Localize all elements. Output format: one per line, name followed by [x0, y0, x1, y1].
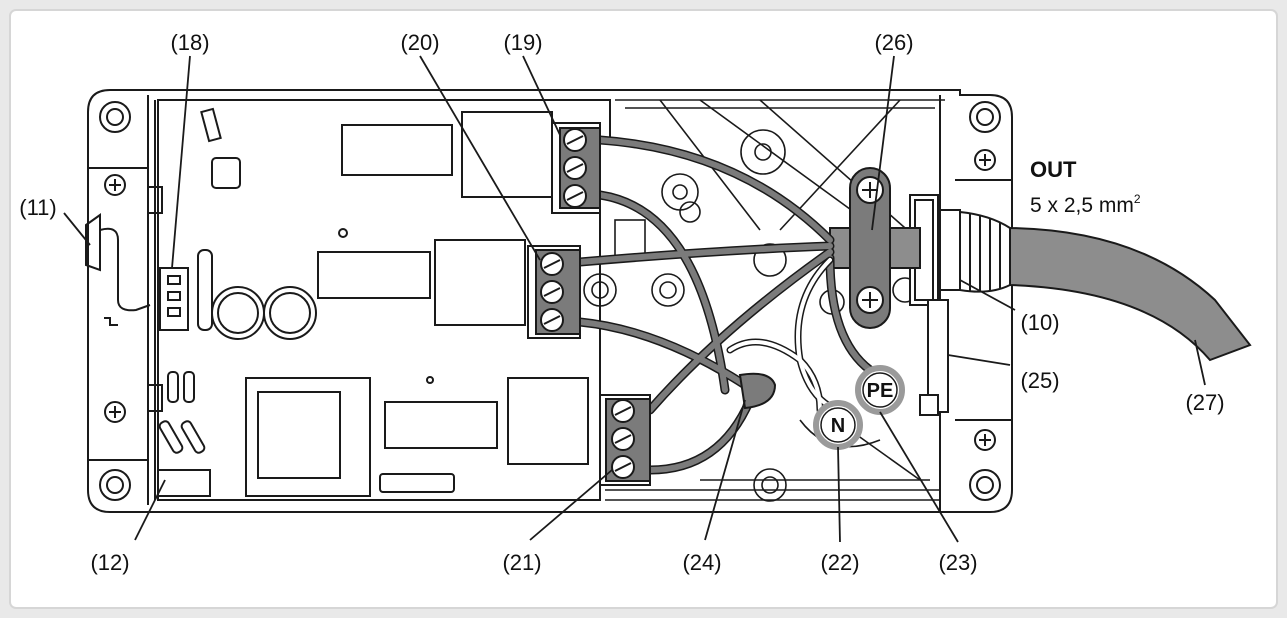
wire-connector: [738, 372, 777, 410]
output-spec: 5 x 2,5 mm2: [1030, 192, 1141, 217]
housing-ribs: [583, 99, 945, 502]
leader-lines: [63, 55, 1206, 543]
wires: [575, 135, 875, 475]
callout-11: (11): [19, 195, 57, 220]
terminal-block-20: [527, 245, 581, 339]
mounting-holes: [99, 101, 1001, 501]
neutral-terminal: N: [813, 400, 863, 450]
strain-relief-clamp: [849, 167, 891, 329]
output-spec-text: 5 x 2,5 mm: [1030, 194, 1134, 217]
earth-label: PE: [867, 380, 894, 402]
diagram-panel: [9, 9, 1278, 609]
callout-18: (18): [170, 30, 209, 55]
outgoing-cable: [959, 220, 1252, 362]
callout-27: (27): [1185, 390, 1224, 415]
callout-10: (10): [1020, 310, 1059, 335]
terminal-block-21: [599, 394, 651, 486]
callout-26: (26): [874, 30, 913, 55]
callout-19: (19): [503, 30, 542, 55]
callout-23: (23): [938, 550, 977, 575]
left-strain-clip: [85, 213, 151, 326]
callout-25: (25): [1020, 368, 1059, 393]
callout-21: (21): [502, 550, 541, 575]
callout-20: (20): [400, 30, 439, 55]
earth-terminal: PE: [855, 365, 905, 415]
callout-12: (12): [90, 550, 129, 575]
callout-24: (24): [682, 550, 721, 575]
output-title: OUT: [1030, 157, 1077, 182]
callout-22: (22): [820, 550, 859, 575]
terminal-block-19: [551, 122, 601, 214]
output-spec-superscript: 2: [1134, 192, 1141, 206]
neutral-label: N: [831, 415, 845, 437]
cross-screws: [104, 149, 996, 451]
